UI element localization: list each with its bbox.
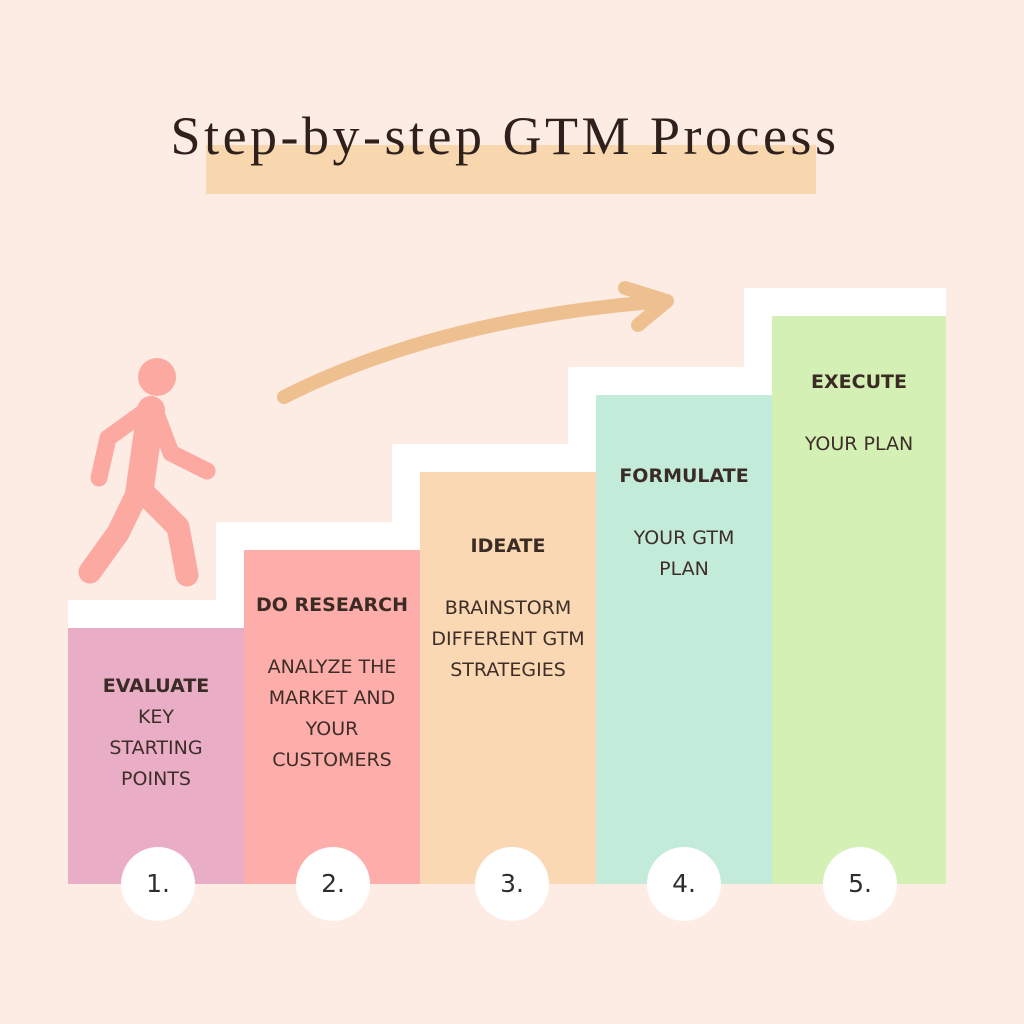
step-number-badge-4: 4. — [647, 847, 721, 921]
step-heading: DO RESEARCH — [256, 594, 408, 616]
step-description-line: YOUR — [305, 718, 359, 740]
step-column-4: FORMULATE YOUR GTM PLAN — [596, 395, 772, 884]
arrow-head — [618, 281, 674, 332]
step-description-line: PLAN — [659, 558, 709, 580]
step-column-1: EVALUATE KEY STARTING POINTS — [68, 628, 244, 884]
step-description-line: YOUR GTM — [633, 527, 735, 549]
step-heading: EVALUATE — [102, 675, 210, 697]
step-column-5: EXECUTE YOUR PLAN — [772, 316, 946, 884]
step-description-line: CUSTOMERS — [272, 749, 392, 771]
progress-arrow-icon — [277, 281, 674, 404]
title-highlight-bar — [206, 145, 816, 194]
step-description-line: BRAINSTORM — [444, 597, 572, 619]
step-heading: IDEATE — [470, 535, 546, 557]
person-torso — [125, 396, 165, 508]
step-description-line: STRATEGIES — [450, 659, 566, 681]
step-heading: EXECUTE — [811, 371, 907, 393]
step-description-line: STARTING — [109, 737, 203, 759]
step-number-badge-2: 2. — [296, 847, 370, 921]
walking-person-icon — [78, 358, 216, 587]
person-front-leg — [133, 482, 199, 587]
person-front-arm — [148, 407, 216, 480]
step-column-3: IDEATE BRAINSTORM DIFFERENT GTM STRATEGI… — [420, 472, 596, 884]
step-description-line: YOUR PLAN — [804, 433, 914, 455]
page-title: Step-by-step GTM Process — [170, 106, 840, 166]
step-description-line: MARKET AND — [268, 687, 396, 709]
step-description-line: POINTS — [121, 768, 191, 790]
step-heading: FORMULATE — [619, 465, 749, 487]
step-number-badge-5: 5. — [823, 847, 897, 921]
step-number-badge-1: 1. — [121, 847, 195, 921]
step-description-line: ANALYZE THE — [267, 656, 397, 678]
person-head — [138, 358, 176, 396]
step-description-line: KEY — [137, 706, 175, 728]
person-back-arm — [90, 403, 153, 487]
step-number-badge-3: 3. — [475, 847, 549, 921]
arrow-shaft — [277, 294, 673, 404]
step-description-line: DIFFERENT GTM — [431, 628, 585, 650]
step-column-2: DO RESEARCH ANALYZE THE MARKET AND YOUR … — [244, 550, 420, 884]
person-back-leg — [78, 482, 149, 584]
